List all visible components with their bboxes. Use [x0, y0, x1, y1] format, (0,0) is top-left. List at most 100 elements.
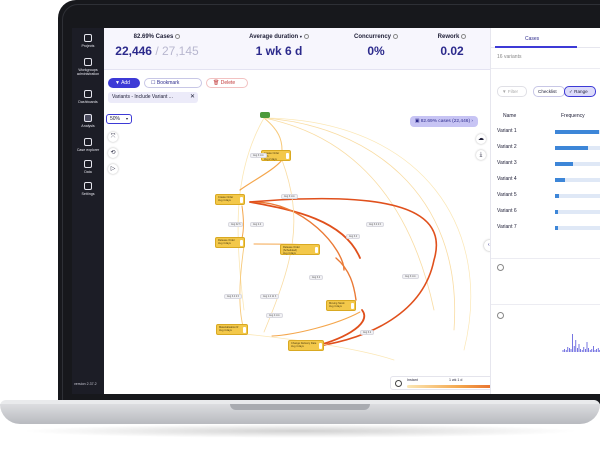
database-icon — [84, 160, 92, 168]
gear-icon — [84, 182, 92, 190]
sidebar-item-label: Case explorer — [76, 148, 100, 152]
info-icon[interactable] — [175, 34, 181, 39]
legend-gradient — [407, 385, 513, 388]
download-icon[interactable]: ⤓ — [476, 150, 486, 160]
analysis-icon — [84, 114, 92, 122]
right-panel: Cases 16 variants ▼ Filter Checklist ✓ R… — [490, 28, 600, 394]
bookmark-button[interactable]: ☐ Bookmark — [144, 78, 202, 88]
stat-concurrency-value: 0% — [367, 44, 385, 59]
map-edge — [239, 245, 245, 331]
variant-row[interactable]: Variant 4 — [497, 176, 600, 186]
laptop-hinge — [0, 400, 600, 406]
chevron-right-icon: › — [471, 119, 473, 124]
panel-toggle-icon[interactable]: ‹› — [484, 240, 495, 251]
chevron-down-icon[interactable]: ▾ — [299, 34, 302, 40]
legend-start: Instant — [407, 378, 418, 382]
duration-label: Avg 3 d 2 h — [366, 222, 385, 227]
stat-duration-title: Average duration — [249, 34, 299, 41]
stat-cases-title: 82.69% Cases — [133, 34, 174, 41]
variant-name: Variant 6 — [497, 208, 517, 214]
fit-view-icon[interactable]: ⤧ — [108, 132, 118, 142]
app-screen: Projects Workgroups administration Dashb… — [72, 28, 600, 394]
frequency-bar — [555, 210, 559, 214]
variant-row[interactable]: Variant 1 — [497, 128, 600, 138]
stat-rework: Rework 0.02 — [422, 34, 482, 58]
start-node[interactable] — [260, 112, 270, 118]
laptop-shadow — [20, 424, 580, 438]
info-icon[interactable] — [461, 34, 467, 39]
sidebar-item-dashboards[interactable]: Dashboards — [72, 90, 104, 104]
tab-cases[interactable]: Cases — [525, 36, 540, 42]
variant-filter-chip[interactable]: Variants - Include Variant ... ✕ — [108, 92, 198, 103]
cases-pill[interactable]: ▣ 82.69% cases (22,446) › — [409, 116, 478, 127]
panel-tabs: Cases — [491, 28, 600, 48]
stat-rework-title: Rework — [437, 34, 460, 41]
duration-label: Avg 3 d 2 h — [224, 294, 243, 299]
filter-button[interactable]: ▼ Filter — [497, 86, 527, 97]
checklist-toggle[interactable]: Checklist — [533, 86, 565, 97]
sidebar-item-case-explorer[interactable]: Case explorer — [72, 138, 104, 152]
col-frequency: Frequency — [561, 113, 585, 119]
cloud-icon[interactable]: ☁ — [476, 134, 486, 144]
stat-duration: Average duration ▾ 1 wk 6 d — [234, 34, 324, 58]
variant-row[interactable]: Variant 3 — [497, 160, 600, 170]
sidebar-item-analysis[interactable]: Analysis — [72, 114, 104, 128]
sidebar-item-label: Workgroups administration — [76, 68, 100, 76]
stat-cases: 82.69% Cases 22,446 / 27,145 — [112, 34, 202, 58]
stat-cases-value: 22,446 — [115, 44, 152, 59]
info-icon[interactable] — [497, 264, 504, 271]
add-button[interactable]: ▼ Add — [108, 78, 140, 88]
divider — [491, 258, 600, 259]
stat-rework-value: 0.02 — [440, 44, 464, 59]
process-map-canvas[interactable]: Create Order withAvg 2 days Create Order… — [104, 110, 518, 394]
range-toggle[interactable]: ✓ Range — [564, 86, 596, 97]
activity-node[interactable]: Release Order (Scheduled)Avg 4 days — [280, 244, 320, 255]
variant-row[interactable]: Variant 2 — [497, 144, 600, 154]
frequency-bar-track — [555, 226, 600, 230]
chevron-down-icon: ▾ — [125, 116, 128, 121]
sidebar-item-label: Data — [84, 170, 92, 174]
dashboard-icon — [84, 90, 92, 98]
variant-name: Variant 7 — [497, 224, 517, 230]
cases-icon: ▣ — [414, 119, 421, 124]
frequency-bar-track — [555, 162, 600, 166]
map-edge — [263, 117, 283, 151]
map-edge — [263, 117, 456, 331]
filter-label: Filter — [507, 89, 519, 94]
case-explorer-icon — [84, 138, 92, 146]
play-icon[interactable]: ▷ — [108, 164, 118, 174]
variant-row[interactable]: Variant 7 — [497, 224, 600, 234]
map-edge — [249, 201, 361, 259]
info-icon[interactable] — [497, 312, 504, 319]
info-icon[interactable] — [303, 34, 309, 39]
delete-button[interactable]: 🗑 Delete — [206, 78, 248, 88]
bookmark-icon: ☐ — [151, 80, 157, 86]
variant-row[interactable]: Variant 5 — [497, 192, 600, 202]
filter-icon: ▼ — [115, 80, 122, 86]
sidebar-item-projects[interactable]: Projects — [72, 34, 104, 48]
laptop-base — [0, 404, 600, 424]
duration-label: Avg 3 d — [360, 330, 375, 335]
close-icon[interactable]: ✕ — [189, 94, 195, 100]
delete-label: Delete — [220, 80, 236, 86]
check-icon: ✓ — [569, 89, 575, 94]
sidebar-item-workgroups[interactable]: Workgroups administration — [72, 58, 104, 76]
range-label: Range — [574, 89, 588, 94]
filter-chip-label: Variants - Include Variant ... — [112, 94, 173, 100]
trash-icon: 🗑 — [213, 80, 221, 86]
info-icon[interactable] — [393, 34, 398, 39]
zoom-select[interactable]: 50%▾ — [106, 114, 132, 124]
main-area: 82.69% Cases 22,446 / 27,145 Average dur… — [104, 28, 518, 394]
variant-row[interactable]: Variant 6 — [497, 208, 600, 218]
sidebar-item-data[interactable]: Data — [72, 160, 104, 174]
rotate-icon[interactable]: ⟲ — [108, 148, 118, 158]
frequency-bar — [555, 194, 559, 198]
sidebar-item-settings[interactable]: Settings — [72, 182, 104, 196]
duration-legend: Instant 1 wk 1 d 2 wk 3 d — [390, 376, 518, 390]
